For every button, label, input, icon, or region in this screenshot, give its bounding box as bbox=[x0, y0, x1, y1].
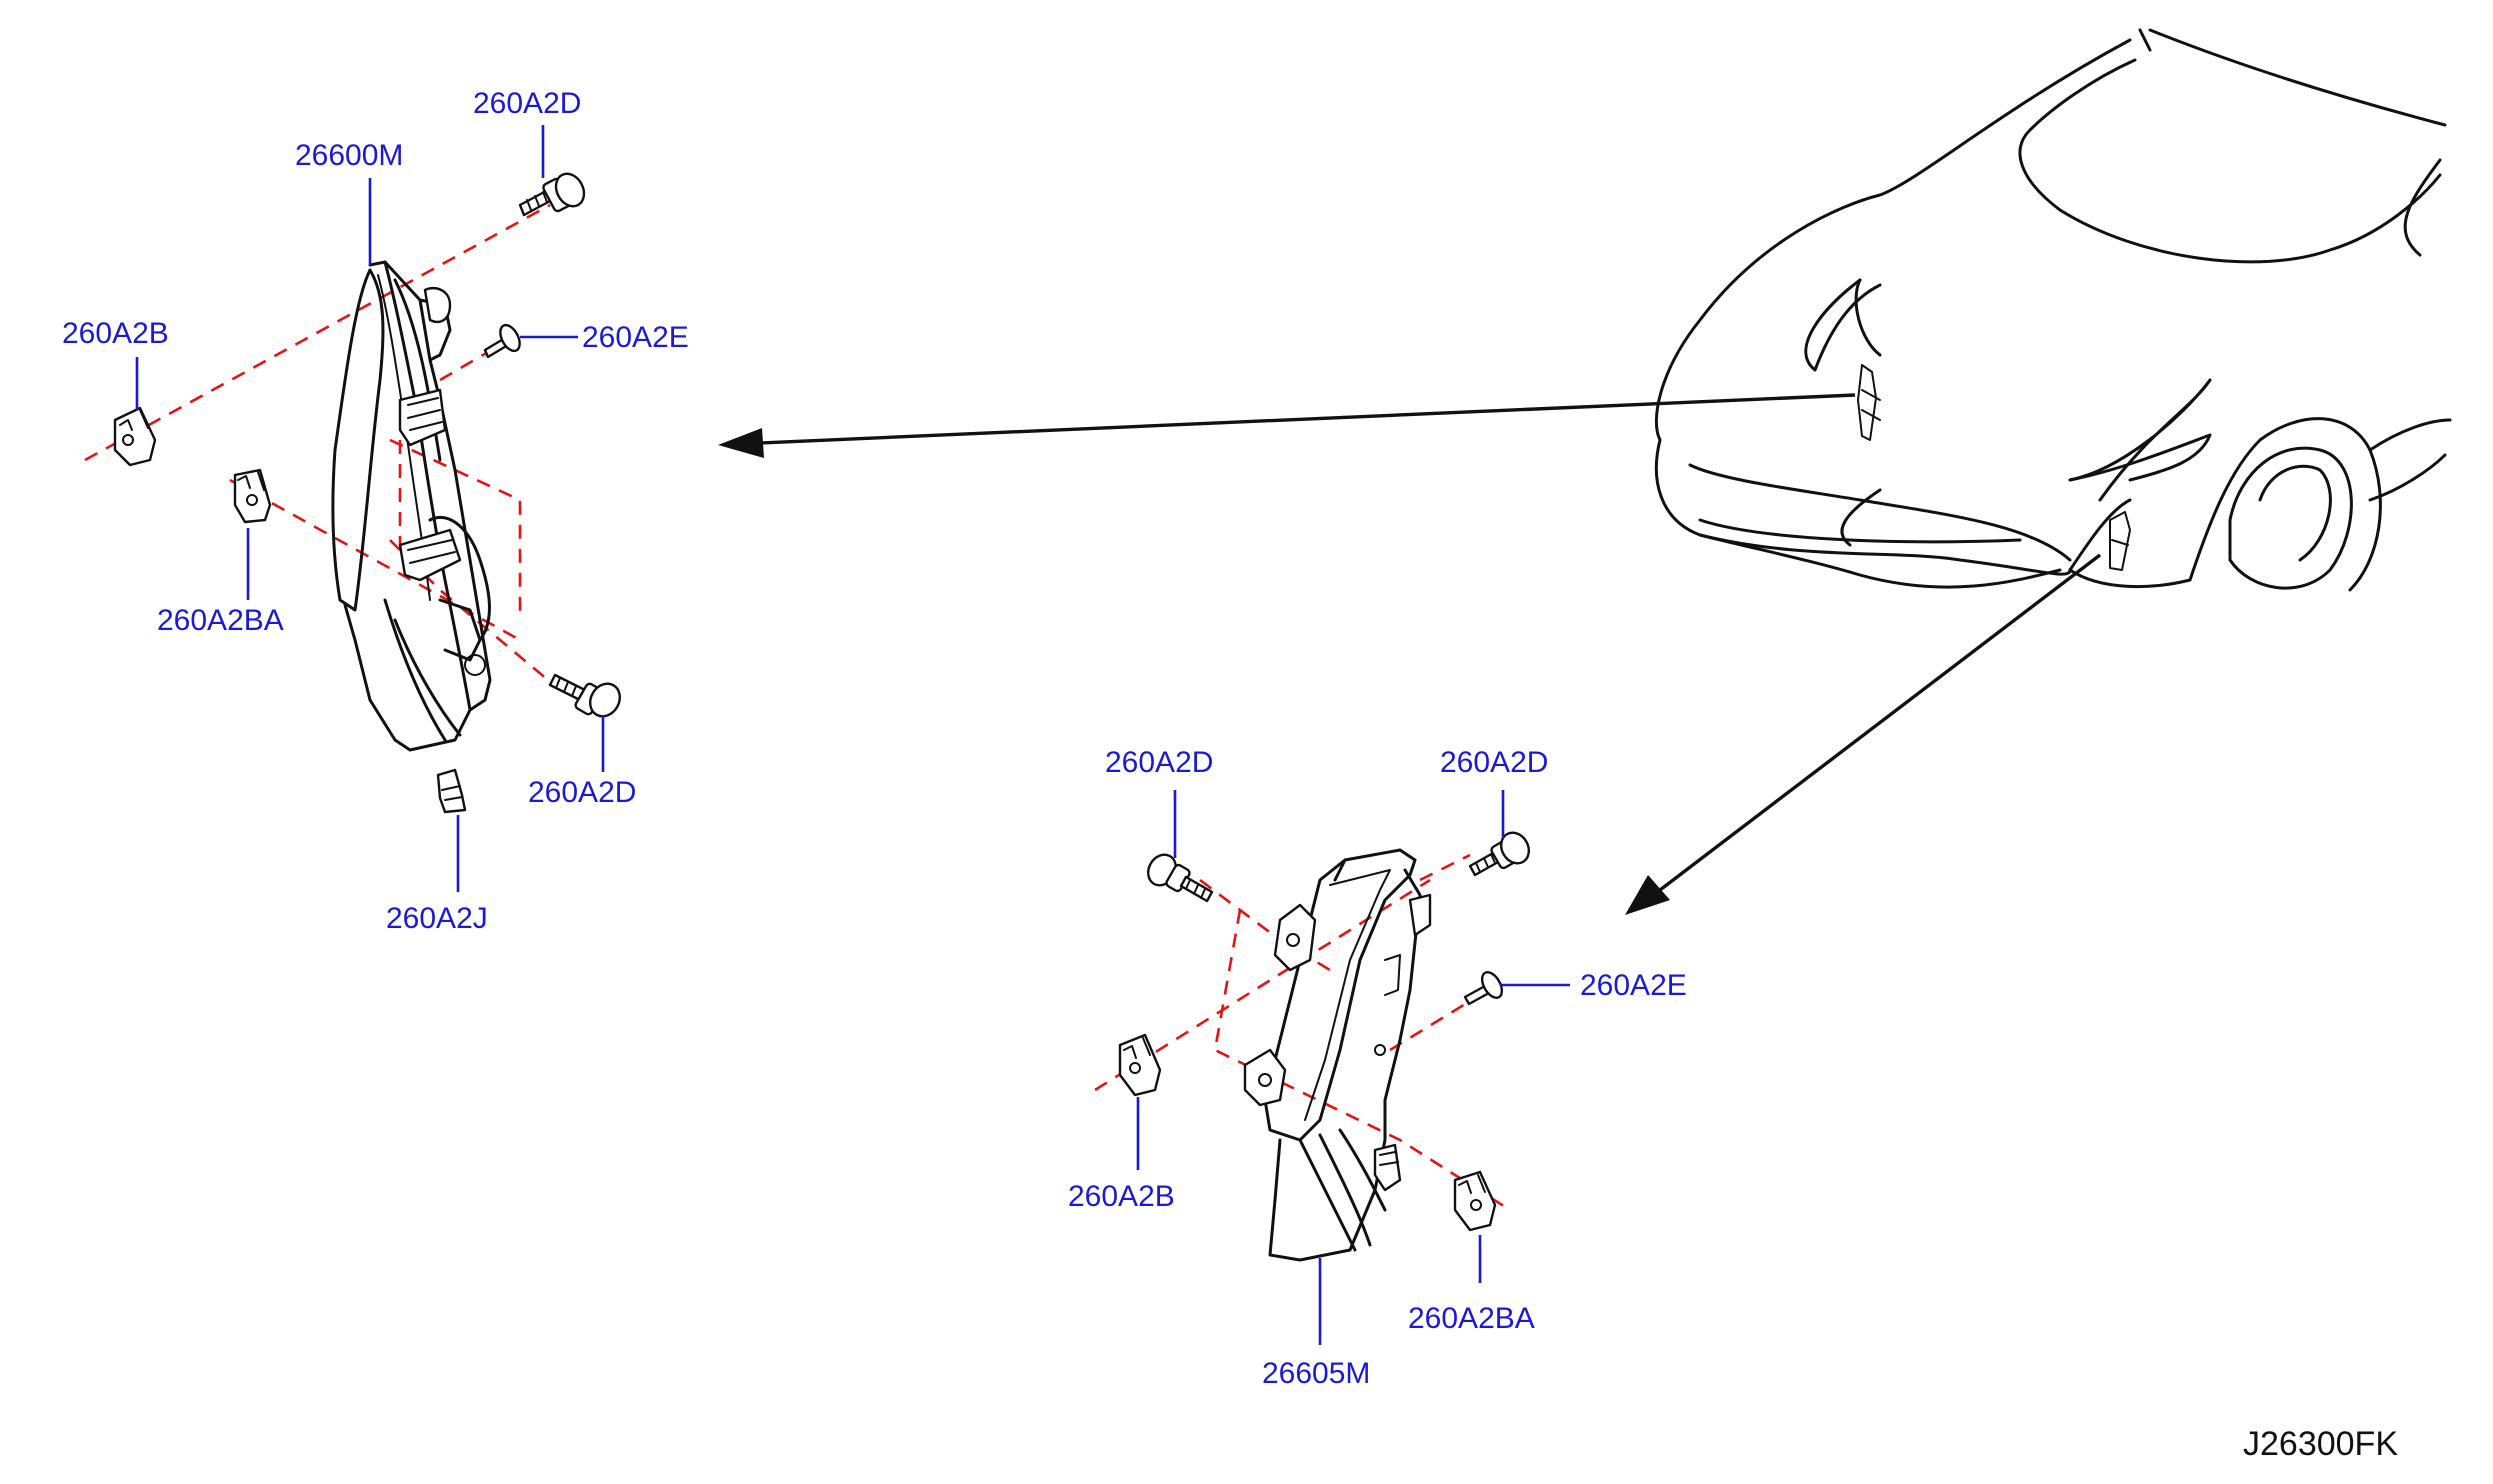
callout-clip-lower: 260A2BA bbox=[1408, 1302, 1535, 1335]
callout-clip-lower: 260A2BA bbox=[157, 604, 284, 637]
callout-bracket: 260A2J bbox=[386, 902, 488, 935]
clip-icon bbox=[113, 406, 157, 467]
bolt-icon bbox=[518, 172, 586, 217]
bolt-icon bbox=[1146, 853, 1214, 903]
callout-bolt-bottom: 260A2D bbox=[528, 776, 636, 809]
callout-bolt-left: 260A2D bbox=[1105, 746, 1213, 779]
callout-lamp: 26605M bbox=[1262, 1357, 1370, 1390]
bolt-icon bbox=[1468, 831, 1531, 877]
bolt-icon bbox=[548, 673, 622, 718]
screw-icon bbox=[483, 323, 521, 359]
lamp-26600M-icon bbox=[331, 260, 492, 752]
callout-lamp: 26600M bbox=[295, 139, 403, 172]
screw-icon bbox=[1463, 971, 1504, 1006]
callout-bolt-top: 260A2D bbox=[473, 87, 581, 120]
right-lamp-assembly: 260A2D 260A2D 260A2E 260A2B 260A2BA 2660… bbox=[1068, 746, 1687, 1390]
reference-arrows bbox=[718, 393, 2102, 915]
bracket-icon bbox=[436, 768, 467, 814]
callout-bolt-right: 260A2D bbox=[1440, 746, 1548, 779]
clip-icon bbox=[1118, 1033, 1162, 1097]
left-lamp-assembly: 26600M 260A2D 260A2E 260A2B 260A2BA 260A… bbox=[62, 87, 689, 935]
vehicle-front-illustration bbox=[1654, 28, 2452, 592]
lamp-26605M-icon bbox=[1243, 848, 1432, 1262]
callout-clip-left: 260A2B bbox=[1068, 1180, 1175, 1213]
clip-icon bbox=[233, 468, 272, 524]
diagram-code: J26300FK bbox=[2243, 1425, 2398, 1463]
callout-screw: 260A2E bbox=[582, 321, 689, 354]
clip-icon bbox=[1453, 1170, 1497, 1232]
callout-clip-left: 260A2B bbox=[62, 317, 169, 350]
callout-screw: 260A2E bbox=[1580, 969, 1687, 1002]
